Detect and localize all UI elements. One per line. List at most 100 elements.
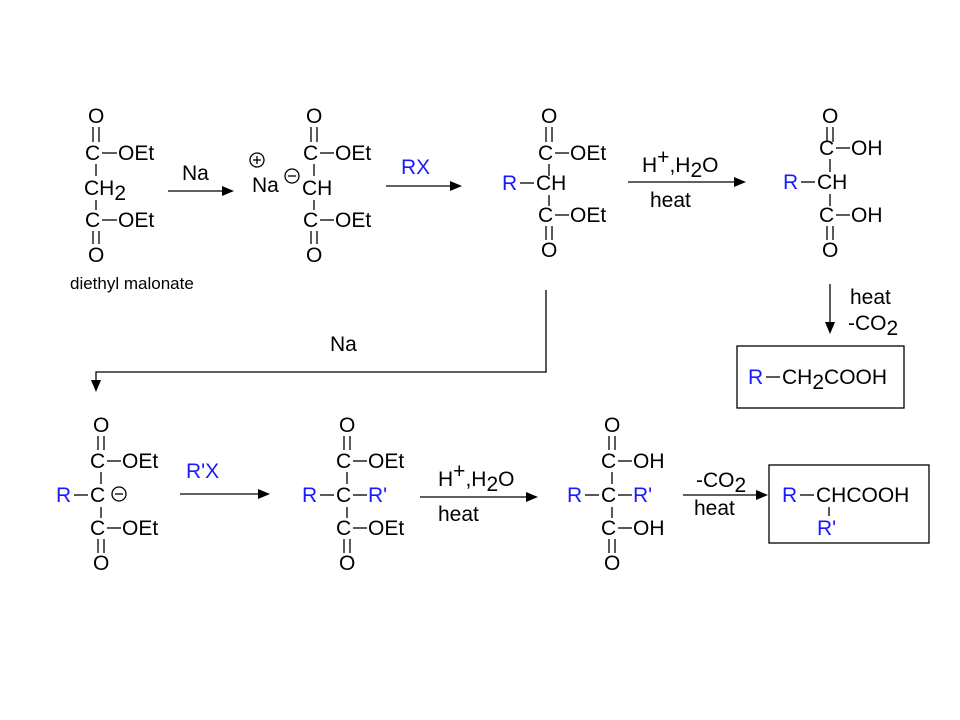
group-oh: OH xyxy=(633,517,665,540)
atom-c: C xyxy=(819,204,834,227)
cooh: COOH xyxy=(824,366,887,389)
group-oet: OEt xyxy=(118,142,154,165)
alkylmalonate-carbanion-structure: O C OEt R C C OEt O xyxy=(56,414,158,575)
connector-line xyxy=(95,290,547,382)
reagent-heat: heat xyxy=(850,286,891,309)
group-ch: CH xyxy=(817,171,847,194)
negative-charge-circle xyxy=(111,486,127,502)
product-box-dialkyl-acid: R CHCOOH R' xyxy=(768,464,930,544)
atom-c: C xyxy=(538,204,553,227)
group-oh: OH xyxy=(851,204,883,227)
reagent-rpx: R'X xyxy=(186,460,219,483)
group-r: R xyxy=(502,172,517,195)
atom-c: C xyxy=(336,517,351,540)
arrow-head xyxy=(258,489,270,499)
atom-o: O xyxy=(822,239,838,262)
water-lead: ,H xyxy=(669,154,690,177)
group-chcooh: CHCOOH xyxy=(816,484,909,507)
proton-h: H xyxy=(438,468,453,491)
group-ch: CH xyxy=(302,177,332,200)
reaction-arrow-rx: RX xyxy=(386,156,462,191)
counterion-na: Na xyxy=(252,174,279,197)
atom-o: O xyxy=(88,244,104,267)
group-oet: OEt xyxy=(368,517,404,540)
atom-c: C xyxy=(85,209,100,232)
atom-o: O xyxy=(541,105,557,128)
atom-c: C xyxy=(601,450,616,473)
group-r: R xyxy=(782,484,797,507)
water-tail: O xyxy=(498,468,514,491)
alkylated-malonate-structure: O C OEt R CH C OEt O xyxy=(502,105,606,262)
group-ch2cooh: CH2COOH xyxy=(782,366,887,394)
group-oet: OEt xyxy=(335,209,371,232)
reaction-arrow-decarboxylation-2: -CO2 heat xyxy=(683,469,768,520)
reagent-heat: heat xyxy=(694,497,735,520)
atom-c: C xyxy=(819,137,834,160)
reagent-acid-water: H+,H2O xyxy=(438,460,514,496)
atom-o: O xyxy=(93,414,109,437)
atom-c: C xyxy=(336,450,351,473)
atom-o: O xyxy=(93,552,109,575)
reaction-arrow-second-deprotonation: Na xyxy=(91,290,547,392)
malonate-enolate-structure: O C OEt CH C OEt O Na xyxy=(249,105,371,267)
water-tail: O xyxy=(702,154,718,177)
co2-subscript: 2 xyxy=(887,317,899,340)
atom-c: C xyxy=(601,484,616,507)
ch2-base: CH xyxy=(84,177,114,200)
group-oh: OH xyxy=(851,137,883,160)
arrow-head xyxy=(825,322,835,334)
negative-charge-circle xyxy=(284,168,300,184)
group-ch: CH xyxy=(536,172,566,195)
alkylmalonic-acid-structure: O C OH R CH C OH O xyxy=(783,105,883,262)
atom-c: C xyxy=(303,142,318,165)
group-oet: OEt xyxy=(118,209,154,232)
group-oh: OH xyxy=(633,450,665,473)
atom-c: C xyxy=(90,517,105,540)
arrow-head xyxy=(526,492,538,502)
atom-o: O xyxy=(604,414,620,437)
product-box-frame xyxy=(736,345,905,409)
group-oet: OEt xyxy=(570,142,606,165)
dialkylmalonic-acid-structure: O C OH R C R' C OH O xyxy=(567,414,665,575)
diethyl-malonate-structure: O C OEt CH2 C OEt O diethyl malonate xyxy=(70,105,194,293)
arrow-head xyxy=(756,490,768,500)
co2-lead: -CO xyxy=(696,469,735,492)
arrow-head xyxy=(222,186,234,196)
atom-o: O xyxy=(822,105,838,128)
reagent-acid-water: H+,H2O xyxy=(642,146,718,182)
atom-o: O xyxy=(339,552,355,575)
arrow-head xyxy=(91,380,101,392)
group-r: R xyxy=(783,171,798,194)
water-subscript: 2 xyxy=(690,159,702,182)
group-r: R xyxy=(56,484,71,507)
reagent-minus-co2: -CO2 xyxy=(848,312,898,340)
atom-c: C xyxy=(85,142,100,165)
ch2-subscript: 2 xyxy=(812,371,824,394)
group-r-prime: R' xyxy=(817,517,836,540)
group-r: R xyxy=(302,484,317,507)
water-lead: ,H xyxy=(465,468,486,491)
atom-o: O xyxy=(306,105,322,128)
ch2-subscript: 2 xyxy=(114,182,126,205)
reaction-arrow-hydrolysis-2: H+,H2O heat xyxy=(420,460,538,526)
proton-charge: + xyxy=(453,460,465,483)
proton-h: H xyxy=(642,154,657,177)
group-r: R xyxy=(567,484,582,507)
group-r-prime: R' xyxy=(633,484,652,507)
atom-c: C xyxy=(538,142,553,165)
product-box-frame xyxy=(768,464,930,544)
group-r: R xyxy=(748,366,763,389)
reagent-heat: heat xyxy=(438,503,479,526)
group-oet: OEt xyxy=(368,450,404,473)
reagent-na: Na xyxy=(182,162,209,185)
reaction-arrow-na: Na xyxy=(168,162,234,196)
atom-c: C xyxy=(90,450,105,473)
water-subscript: 2 xyxy=(486,473,498,496)
group-oet: OEt xyxy=(570,204,606,227)
product-box-monoalkyl-acid: R CH2COOH xyxy=(736,345,905,409)
arrow-head xyxy=(734,177,746,187)
atom-c: C xyxy=(336,484,351,507)
reaction-arrow-decarboxylation-1: heat -CO2 xyxy=(825,284,898,340)
atom-o: O xyxy=(541,239,557,262)
dialkylated-malonate-structure: O C OEt R C R' C OEt O xyxy=(302,414,404,575)
